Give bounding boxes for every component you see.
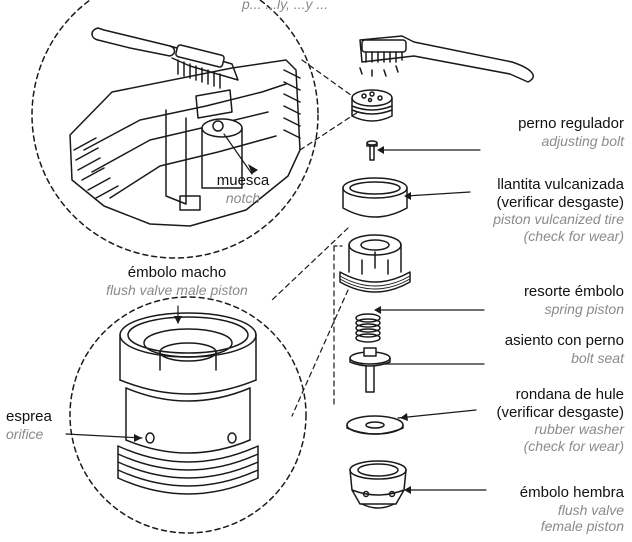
- male-piston-label: émbolo macho flush valve male piston: [42, 264, 312, 298]
- tire-label-es1: llantita vulcanizada: [497, 176, 624, 193]
- female-label-en1: flush valve: [557, 501, 624, 518]
- male-piston-label-es: émbolo macho: [127, 264, 227, 281]
- vulcanized-tire: [342, 177, 408, 218]
- bolt-label-en: adjusting bolt: [541, 132, 624, 149]
- washer-label-es1: rondana de hule: [515, 386, 624, 403]
- orifice-label-es: esprea: [6, 408, 52, 425]
- washer-label-en2: (check for wear): [523, 437, 624, 454]
- spring-label: resorte émbolo spring piston: [524, 283, 624, 317]
- notch-label-es: muesca: [216, 172, 270, 189]
- piston-assembly: [339, 234, 411, 293]
- orifice-label-en: orifice: [6, 425, 44, 442]
- bolt-label-es: perno regulador: [518, 115, 624, 132]
- toothbrush-top: [359, 35, 534, 83]
- bolt-label: perno regulador adjusting bolt: [518, 115, 624, 149]
- female-label-en2: female piston: [540, 518, 624, 535]
- top-caption: p... ...ly, ...y ...: [241, 0, 329, 12]
- female-label: émbolo hembra flush valve female piston: [520, 484, 624, 535]
- tire-label-en1: piston vulcanized tire: [493, 211, 624, 228]
- male-piston-detail-circle: [65, 296, 307, 534]
- notch-label: muesca notch: [208, 172, 278, 206]
- spring-piston: [355, 313, 381, 343]
- spring-label-es: resorte émbolo: [523, 283, 624, 300]
- bolt-seat: [349, 347, 391, 393]
- female-piston: [349, 460, 407, 509]
- notch-detail-circle: [31, 0, 319, 259]
- orifice-label: esprea orifice: [6, 408, 52, 442]
- washer-label-en1: rubber washer: [534, 421, 625, 438]
- female-label-es: émbolo hembra: [519, 484, 624, 501]
- rubber-washer: [346, 415, 404, 435]
- seat-label-en: bolt seat: [571, 349, 624, 366]
- male-piston-label-en: flush valve male piston: [106, 281, 248, 298]
- tire-label: llantita vulcanizada (verificar desgaste…: [493, 176, 624, 244]
- top-cap: [351, 89, 393, 122]
- adjusting-bolt: [366, 140, 378, 161]
- leader-lines: [375, 149, 487, 491]
- washer-label-es2: (verificar desgaste): [496, 403, 624, 421]
- toothbrush-icon: [91, 27, 239, 89]
- seat-label-es: asiento con perno: [504, 332, 624, 349]
- spring-label-en: spring piston: [544, 300, 624, 317]
- notch-label-en: notch: [225, 189, 261, 206]
- tire-label-es2: (verificar desgaste): [496, 193, 624, 211]
- washer-label: rondana de hule (verificar desgaste) rub…: [496, 386, 624, 454]
- seat-label: asiento con perno bolt seat: [505, 332, 624, 366]
- tire-label-en2: (check for wear): [523, 227, 624, 244]
